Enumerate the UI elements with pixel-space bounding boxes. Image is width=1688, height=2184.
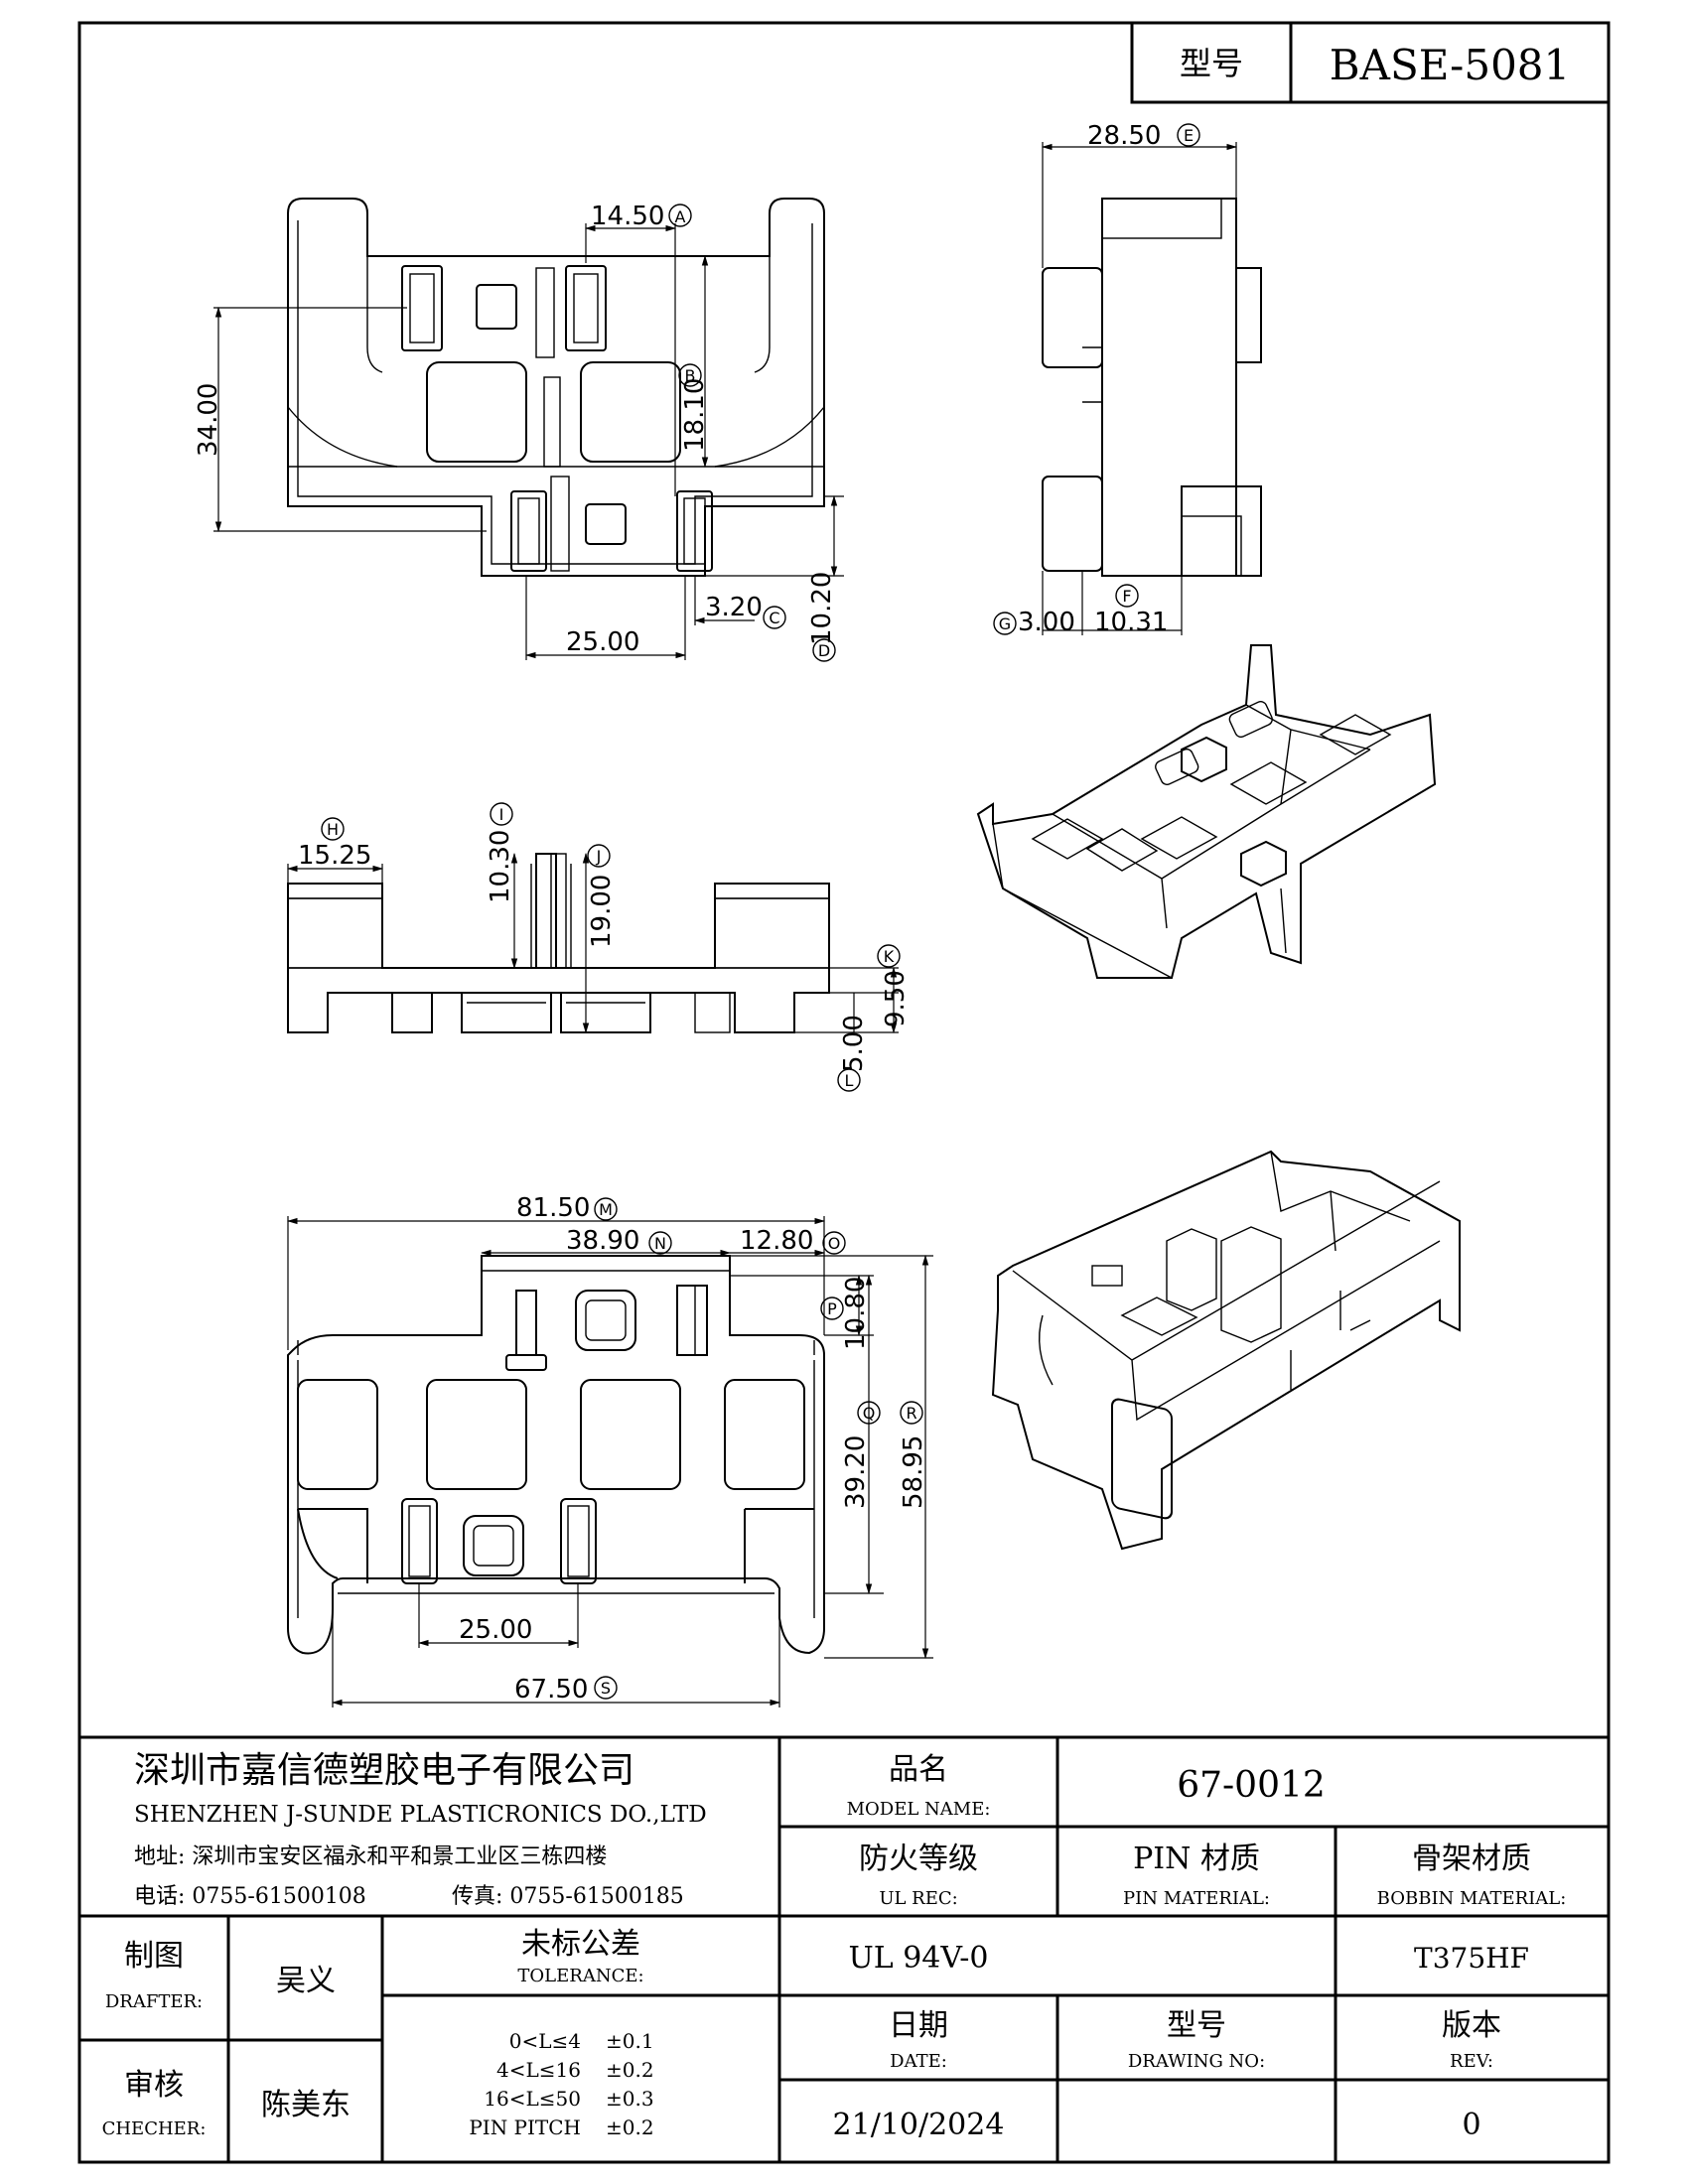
tolerance-value-1: ±0.1 <box>606 2029 654 2053</box>
dim-e-value: 28.50 <box>1087 121 1161 151</box>
company-fax: 传真: 0755-61500185 <box>452 1884 684 1909</box>
rev-label: 版本 <box>1442 2008 1501 2043</box>
top-view <box>287 198 825 577</box>
side-view-dimensions: 28.50 E G 3.00 10.31 F <box>993 121 1238 637</box>
ul-rating-value: UL 94V-0 <box>848 1941 988 1976</box>
date-label: 日期 <box>889 2008 948 2043</box>
side-view <box>1042 198 1262 577</box>
ul-rating-label-en: UL REC: <box>879 1888 957 1909</box>
dim-m-marker: M <box>599 1200 613 1219</box>
dim-q-value: 39.20 <box>841 1435 871 1509</box>
tolerance-label: 未标公差 <box>521 1927 640 1962</box>
dim-25-bottom-value: 25.00 <box>459 1615 532 1645</box>
dim-b-value: 18.10 <box>680 378 710 452</box>
dim-o-marker: O <box>828 1234 841 1253</box>
dim-k-marker: K <box>884 947 895 966</box>
dim-r-marker: R <box>906 1404 916 1423</box>
dim-l-value: 5.00 <box>839 1015 869 1072</box>
tolerance-range-2: 4<L≤16 <box>496 2058 581 2082</box>
tolerance-value-2: ±0.2 <box>606 2058 654 2082</box>
dim-g-value: 3.00 <box>1018 608 1075 637</box>
header-model-value: BASE-5081 <box>1330 41 1570 89</box>
checker-value: 陈美东 <box>261 2088 351 2122</box>
dim-e-marker: E <box>1184 126 1194 145</box>
iso-view-2 <box>991 1150 1461 1551</box>
dim-g-marker: G <box>999 614 1011 633</box>
dim-j-marker: J <box>596 847 602 866</box>
drawing-no-label-en: DRAWING NO: <box>1128 2051 1265 2072</box>
dim-k-value: 9.50 <box>881 970 911 1027</box>
dim-d-value: 10.20 <box>807 572 837 645</box>
drawing-no-label: 型号 <box>1167 2008 1226 2043</box>
tolerance-label-en: TOLERANCE: <box>517 1966 643 1986</box>
dim-n-value: 38.90 <box>566 1226 639 1256</box>
bobbin-material-value: T375HF <box>1414 1942 1529 1975</box>
header-model-label: 型号 <box>1180 45 1243 82</box>
dim-h-marker: H <box>327 820 339 839</box>
dim-h-value: 15.25 <box>298 841 371 871</box>
bobbin-material-label-en: BOBBIN MATERIAL: <box>1377 1888 1567 1909</box>
tolerance-value-4: ±0.2 <box>606 2116 654 2139</box>
bobbin-material-label: 骨架材质 <box>1412 1842 1531 1876</box>
company-phone: 电话: 0755-61500108 <box>134 1884 366 1909</box>
pin-material-label: PIN 材质 <box>1133 1842 1260 1876</box>
tolerance-range-3: 16<L≤50 <box>484 2087 581 2111</box>
product-name-value: 67-0012 <box>1177 1765 1326 1806</box>
company-name-cn: 深圳市嘉信德塑胶电子有限公司 <box>134 1750 634 1791</box>
dim-s-value: 67.50 <box>514 1675 588 1705</box>
dim-f-marker: F <box>1122 587 1131 606</box>
date-label-en: DATE: <box>890 2051 947 2072</box>
dim-a-value: 14.50 <box>591 202 664 231</box>
company-address: 地址: 深圳市宝安区福永和平和景工业区三栋四楼 <box>134 1844 607 1869</box>
dim-34-value: 34.00 <box>194 383 223 457</box>
pin-material-label-en: PIN MATERIAL: <box>1123 1888 1270 1909</box>
dim-i-marker: I <box>499 805 504 824</box>
header-model-box: 型号 BASE-5081 <box>1130 21 1611 104</box>
checker-label: 审核 <box>124 2068 184 2103</box>
dim-f-value: 10.31 <box>1094 608 1168 637</box>
dim-o-value: 12.80 <box>740 1226 813 1256</box>
dim-d-marker: D <box>818 641 830 660</box>
tolerance-range-4: PIN PITCH <box>469 2116 581 2139</box>
drafter-value: 吴义 <box>276 1964 336 1998</box>
bottom-view-dimensions: 81.50 M 38.90 N 12.80 O 10.80 P 39.20 Q … <box>286 1193 933 1707</box>
ul-rating-label: 防火等级 <box>859 1842 978 1876</box>
tolerance-range-1: 0<L≤4 <box>509 2029 581 2053</box>
front-view <box>287 853 830 1033</box>
title-block: 深圳市嘉信德塑胶电子有限公司 SHENZHEN J-SUNDE PLASTICR… <box>79 1735 1609 2162</box>
dim-i-value: 10.30 <box>486 830 515 903</box>
iso-view-1 <box>976 644 1437 979</box>
dim-m-value: 81.50 <box>516 1193 590 1223</box>
dim-s-marker: S <box>601 1679 611 1698</box>
company-name-en: SHENZHEN J-SUNDE PLASTICRONICS DO.,LTD <box>134 1802 707 1828</box>
rev-value: 0 <box>1462 2108 1480 2142</box>
checker-label-en: CHECHER: <box>102 2118 207 2139</box>
dim-a-marker: A <box>675 207 686 226</box>
bottom-view <box>287 1255 825 1655</box>
product-name-label-en: MODEL NAME: <box>847 1799 991 1820</box>
dim-p-marker: P <box>827 1299 837 1318</box>
date-value: 21/10/2024 <box>833 2108 1005 2142</box>
tolerance-value-3: ±0.3 <box>606 2087 654 2111</box>
drafter-label-en: DRAFTER: <box>105 1991 203 2012</box>
dim-p-value: 10.80 <box>841 1277 871 1350</box>
dim-q-marker: Q <box>863 1404 876 1423</box>
drafter-label: 制图 <box>124 1939 184 1974</box>
dim-n-marker: N <box>654 1234 666 1253</box>
dim-l-marker: L <box>845 1071 854 1090</box>
top-view-dimensions: 14.50 A 18.10 B 34.00 25.00 3.20 C 10.20… <box>194 202 844 662</box>
product-name-label: 品名 <box>889 1752 948 1787</box>
dim-r-value: 58.95 <box>899 1435 928 1509</box>
dim-c-value: 3.20 <box>705 593 763 622</box>
sheet-border <box>77 21 1611 2164</box>
front-view-dimensions: 15.25 H 10.30 I 19.00 J 9.50 K 5.00 L <box>286 802 911 1092</box>
dim-25-top-value: 25.00 <box>566 627 639 657</box>
dim-j-value: 19.00 <box>587 875 617 948</box>
dim-c-marker: C <box>769 609 779 627</box>
rev-label-en: REV: <box>1450 2051 1493 2072</box>
dim-b-marker: B <box>685 366 696 385</box>
